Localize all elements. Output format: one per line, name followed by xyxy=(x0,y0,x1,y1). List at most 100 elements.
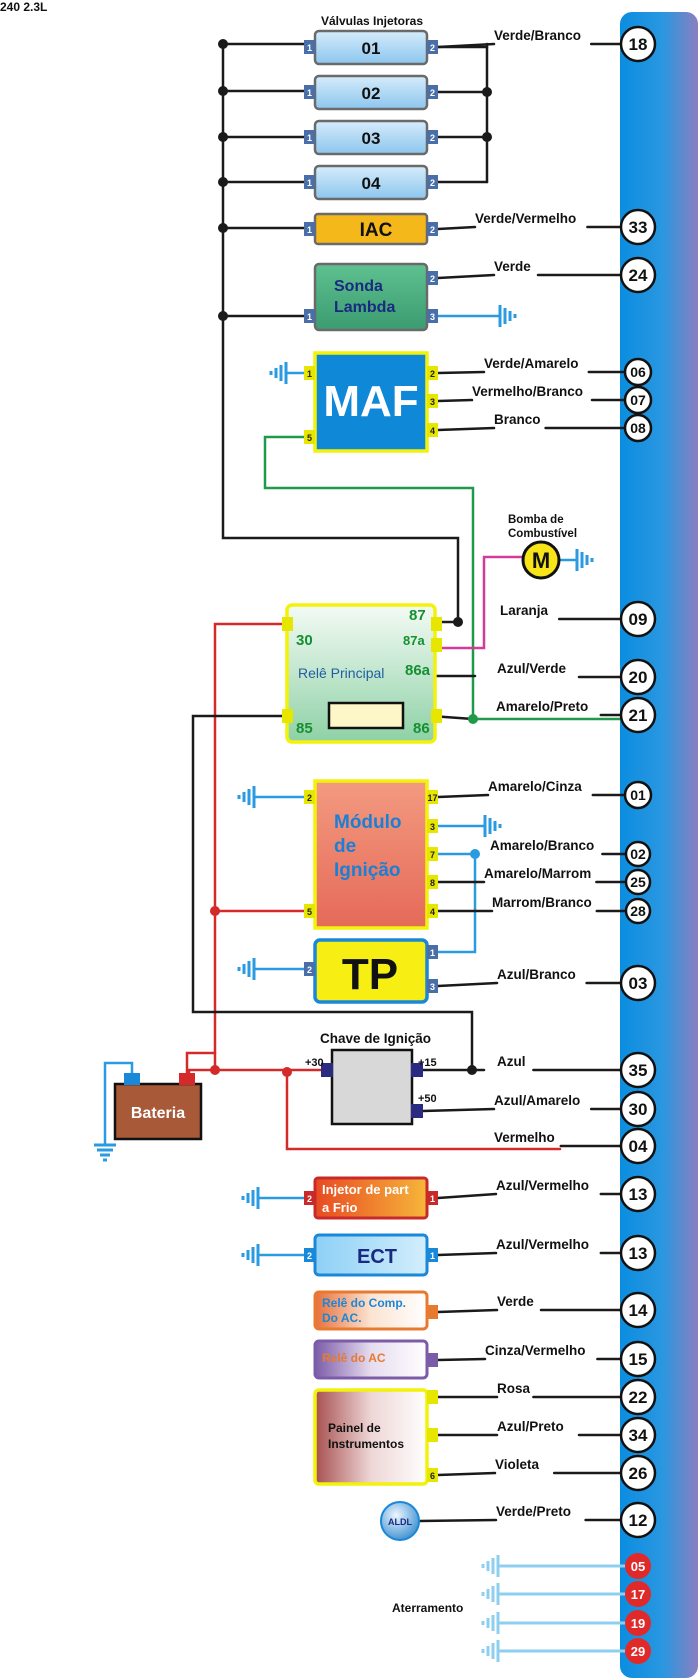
relay-coil xyxy=(327,701,405,730)
wire-label: Branco xyxy=(494,412,541,427)
pin-tab xyxy=(304,222,315,236)
ground-symbol xyxy=(94,1143,116,1162)
battery-negative-terminal xyxy=(124,1073,140,1085)
pin-tab xyxy=(304,1248,315,1262)
ground-symbol xyxy=(498,305,517,327)
pin-tab xyxy=(427,790,438,804)
wire xyxy=(436,1251,498,1257)
relay-terminal: 86a xyxy=(405,662,431,679)
ground-symbol xyxy=(481,1612,500,1634)
iac-label: IAC xyxy=(360,220,393,241)
pin-number: 7 xyxy=(430,850,435,860)
pin-number: 3 xyxy=(430,822,435,832)
connector-pin-number: 35 xyxy=(629,1061,648,1080)
ground-symbol xyxy=(481,1555,500,1577)
relay-terminal: 87a xyxy=(403,633,425,648)
ground-symbol xyxy=(483,815,502,837)
connector-pin-number: 04 xyxy=(629,1137,648,1156)
pin-number: 5 xyxy=(307,907,312,917)
switch-terminal xyxy=(411,1063,423,1077)
connector-pin xyxy=(623,413,653,443)
pin-tab xyxy=(427,423,438,437)
connector-pin xyxy=(619,1454,657,1492)
pin-number: 2 xyxy=(307,965,312,975)
pin-tab xyxy=(427,309,438,323)
pin-number: 4 xyxy=(430,426,435,436)
pin-number: 2 xyxy=(430,133,435,143)
junction-dot xyxy=(218,311,228,321)
pin-tab xyxy=(304,309,315,323)
connector-pin-number: 24 xyxy=(629,266,648,285)
junction-dot xyxy=(218,86,228,96)
pin-number: 2 xyxy=(430,274,435,284)
junction-dot xyxy=(482,132,492,142)
connector-pin-number: 02 xyxy=(630,846,646,862)
pin-tab xyxy=(427,979,438,993)
wire-label: Verde/Amarelo xyxy=(484,356,579,371)
wire xyxy=(417,1518,498,1523)
ground-connector-pin xyxy=(625,1638,651,1664)
connector-pin xyxy=(619,1416,657,1454)
maf-label: MAF xyxy=(323,377,418,426)
pin-tab xyxy=(427,1248,438,1262)
ground-symbol xyxy=(241,1244,260,1266)
connector-pin-number: 29 xyxy=(631,1644,645,1659)
junction-dot xyxy=(218,39,228,49)
pin-tab xyxy=(304,175,315,189)
fuel-pump-label: Bomba de xyxy=(508,514,564,526)
cold-start-label: a Frio xyxy=(322,1200,357,1215)
connector-pin-number: 06 xyxy=(630,364,646,380)
pin-number: 1 xyxy=(430,1251,435,1261)
connector-pin-number: 18 xyxy=(629,35,648,54)
pin-number: 1 xyxy=(430,948,435,958)
pin-number: 1 xyxy=(430,1194,435,1204)
pin-number: 3 xyxy=(430,397,435,407)
injector-label: 02 xyxy=(362,84,381,103)
relay-terminal: 86 xyxy=(413,720,430,737)
instrument-panel-label: Instrumentos xyxy=(328,1437,404,1451)
tp-signal-wire xyxy=(436,852,477,954)
pin-tab xyxy=(427,904,438,918)
connector-pin-number: 12 xyxy=(629,1511,648,1530)
connector-pin xyxy=(619,964,657,1002)
pin-tab xyxy=(304,430,315,444)
ground-symbol xyxy=(481,1640,500,1662)
pin-tab xyxy=(427,1428,438,1442)
pin-number: 6 xyxy=(430,1471,435,1481)
wire-label: Amarelo/Branco xyxy=(490,838,594,853)
pin-tab xyxy=(304,962,315,976)
pin-number: 2 xyxy=(307,793,312,803)
pin-tab xyxy=(304,130,315,144)
connector-pin-number: 01 xyxy=(630,787,646,803)
maf-signal-wire xyxy=(263,435,475,721)
wire-label: Vermelho xyxy=(494,1130,555,1145)
ground-connector-pin xyxy=(625,1581,651,1607)
connector-pin xyxy=(619,1340,657,1378)
pin-tab xyxy=(282,617,293,631)
battery-label: Bateria xyxy=(131,1105,185,1122)
connector-pin xyxy=(619,1090,657,1128)
wire-label: Verde/Vermelho xyxy=(475,211,576,226)
ground-label: Aterramento xyxy=(392,1601,463,1615)
connector-pin xyxy=(619,1234,657,1272)
junction-dot xyxy=(210,1065,220,1075)
ground-connector-pin xyxy=(625,1610,651,1636)
fuel-pump-symbol: M xyxy=(532,548,550,573)
ground-connector-pin xyxy=(625,1553,651,1579)
connector-pin-number: 20 xyxy=(629,668,648,687)
ac-relay-label: Relê do AC xyxy=(322,1351,386,1365)
connector-pin-number: 05 xyxy=(631,1559,645,1574)
connector-pin-number: 08 xyxy=(630,420,646,436)
fuel-pump-label: Combustível xyxy=(508,528,577,540)
pin-tab xyxy=(304,904,315,918)
pin-tab xyxy=(427,130,438,144)
connector-pin-number: 13 xyxy=(629,1244,648,1263)
pin-number: 1 xyxy=(307,88,312,98)
injectors-title: Válvulas Injetoras xyxy=(321,14,423,28)
tp-label: TP xyxy=(342,950,398,999)
pin-number: 1 xyxy=(307,133,312,143)
pin-number: 1 xyxy=(307,369,312,379)
pin-tab xyxy=(427,366,438,380)
wire-label: Vermelho/Branco xyxy=(472,384,583,399)
